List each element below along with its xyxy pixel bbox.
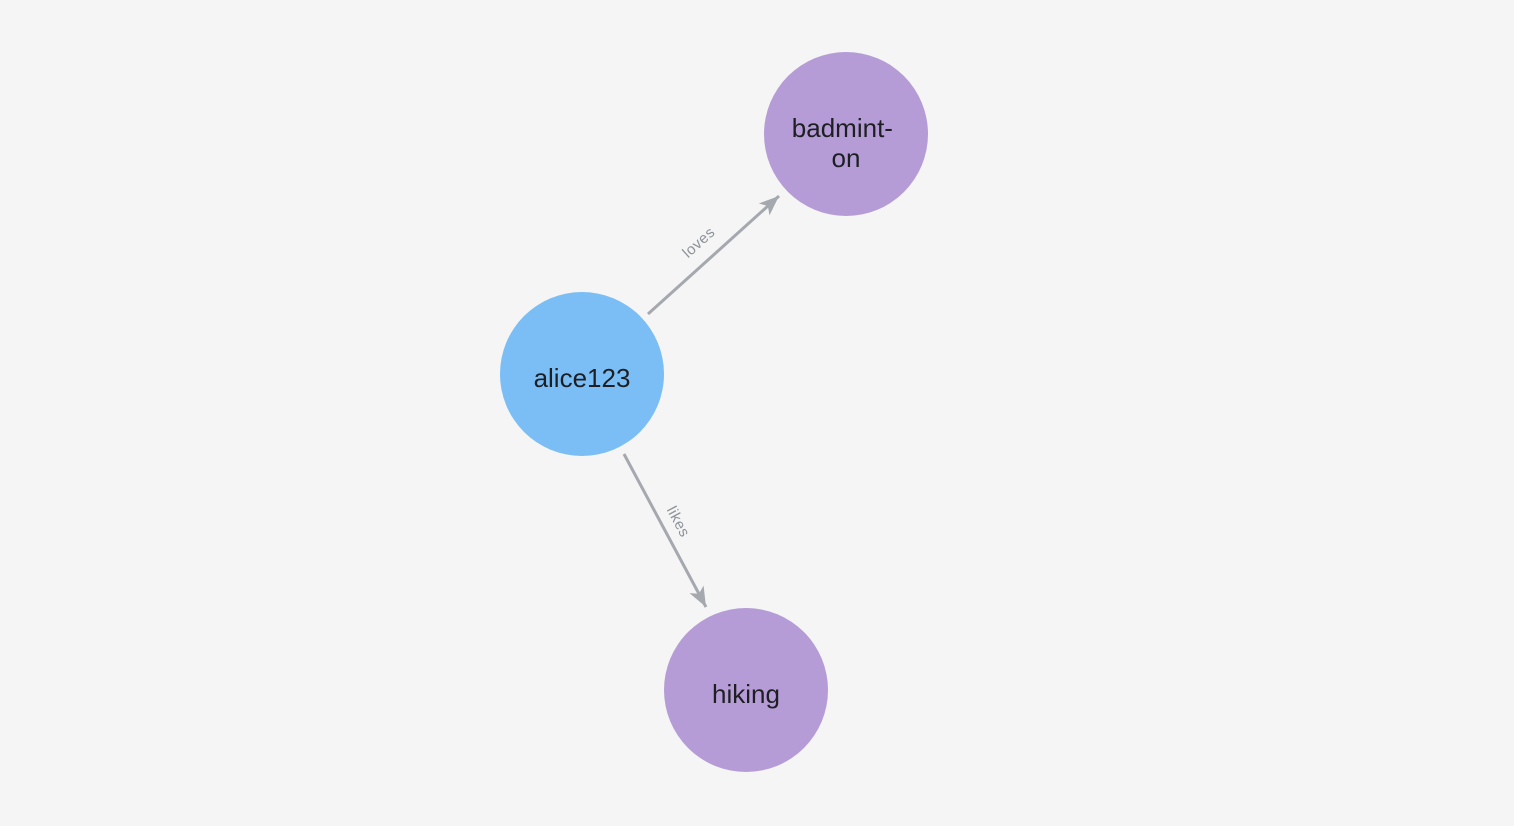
node-badminton[interactable]: badmint- on (764, 52, 928, 216)
node-circle-hiking[interactable] (664, 608, 828, 772)
node-label-hiking: hiking (712, 679, 780, 709)
node-label-alice123: alice123 (534, 363, 631, 393)
node-circle-badminton[interactable] (764, 52, 928, 216)
edge-line-likes[interactable] (622, 453, 708, 608)
node-label-badminton-line2: on (832, 143, 861, 173)
edge-line-loves[interactable] (646, 194, 781, 316)
edge-alice123-likes-hiking[interactable]: likes (622, 453, 708, 608)
edge-alice123-loves-badminton[interactable]: loves (646, 194, 781, 316)
node-label-badminton: badmint- on (792, 113, 900, 173)
node-hiking[interactable]: hiking (664, 608, 828, 772)
node-circle-alice123[interactable] (500, 292, 664, 456)
node-label-badminton-line1: badmint- (792, 113, 893, 143)
node-alice123[interactable]: alice123 (500, 292, 664, 456)
